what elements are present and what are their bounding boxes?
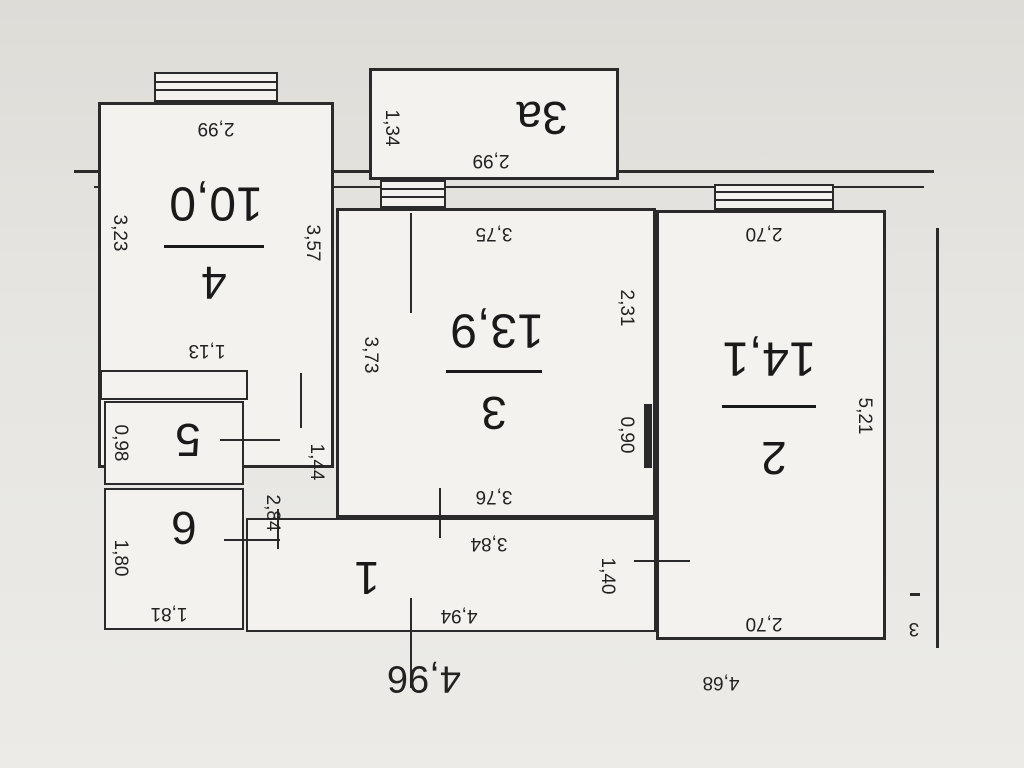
room-2 — [656, 210, 886, 640]
room-3-area: 13,9 — [450, 303, 544, 357]
door-mark — [644, 404, 652, 468]
dim-room3-width-top: 3,76 — [475, 486, 513, 507]
room-3a-number: 3а — [516, 92, 568, 144]
dim-corridor-right: 1,40 — [597, 557, 618, 595]
dim-room2-width-bottom: 2,70 — [745, 223, 783, 244]
dim-corridor-length: 4,94 — [440, 605, 478, 626]
window — [154, 72, 278, 102]
dim-outer-width: 4,96 — [387, 657, 461, 700]
dim-room3-left: 3,73 — [360, 336, 381, 374]
room-2-area: 14,1 — [722, 331, 816, 385]
dimension-tick — [300, 373, 302, 428]
dim-room4-width: 2,99 — [197, 118, 235, 139]
dim-side-mark: 3 — [908, 618, 920, 639]
dim-room2-length: 5,21 — [854, 397, 875, 435]
dim-room3a-width: 2,99 — [472, 150, 510, 171]
dimension-tick — [220, 439, 280, 441]
storage-strip — [100, 370, 248, 400]
room-4-fraction-line — [164, 245, 264, 248]
dim-room4-left: 3,23 — [109, 214, 130, 252]
window — [714, 184, 834, 210]
dim-room3a-height: 1,34 — [381, 109, 402, 147]
dim-room6-height: 1,80 — [110, 539, 131, 577]
dim-room5-height: 0,98 — [110, 424, 131, 462]
dim-room3-right: 2,31 — [616, 289, 637, 327]
room-2-number: 2 — [761, 432, 787, 484]
dim-corridor-gap: 1,44 — [306, 443, 327, 481]
dim-corridor-left: 2,84 — [262, 494, 283, 532]
dimension-tick — [634, 560, 690, 562]
dimension-tick — [910, 593, 920, 596]
room-4-number: 4 — [201, 257, 227, 309]
dim-room3-door: 0,90 — [616, 416, 637, 454]
room-6-number: 6 — [171, 502, 197, 554]
dim-room6-width: 1,81 — [150, 603, 188, 624]
room-4-area: 10,0 — [169, 176, 263, 230]
dim-room4-sub: 1,13 — [188, 340, 226, 361]
dimension-tick — [410, 213, 412, 313]
dimension-tick — [224, 539, 280, 541]
dimension-tick — [439, 488, 441, 538]
room-5-number: 5 — [175, 414, 201, 466]
dim-total-width: 4,68 — [702, 672, 740, 693]
outer-wall-line — [936, 228, 939, 648]
room-3-fraction-line — [446, 370, 542, 373]
room-1-number: 1 — [354, 552, 380, 604]
dim-corridor-width: 3,84 — [470, 533, 508, 554]
room-2-fraction-line — [722, 405, 816, 408]
dim-room3-width-bottom: 3,75 — [475, 223, 513, 244]
window — [380, 180, 446, 208]
room-3-number: 3 — [481, 387, 507, 439]
dim-room2-width-top: 2,70 — [745, 613, 783, 634]
dim-room4-right: 3,57 — [302, 224, 323, 262]
room-3 — [336, 208, 656, 518]
